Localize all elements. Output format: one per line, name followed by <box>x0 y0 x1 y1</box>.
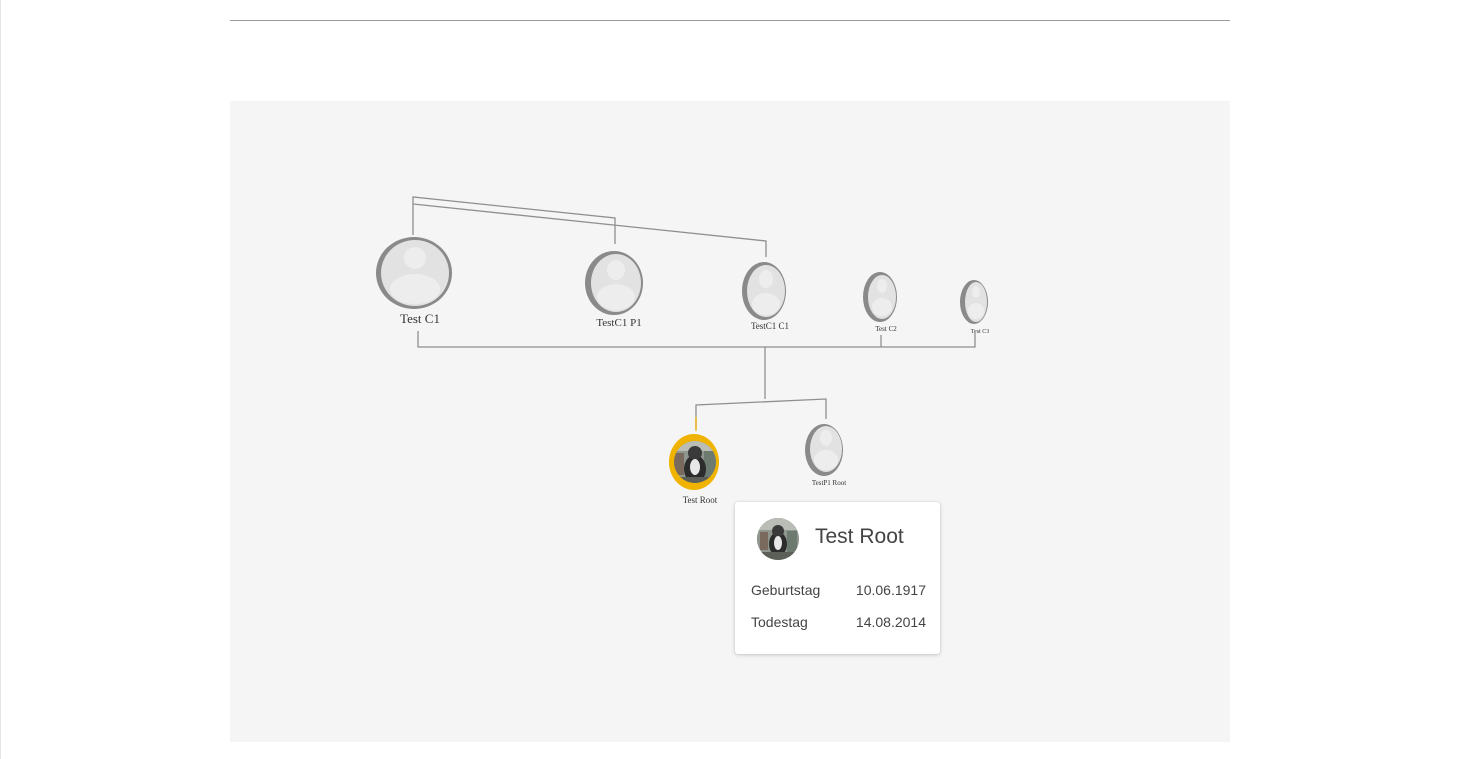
cat-photo <box>674 441 716 483</box>
person-name: Test Root <box>815 525 904 548</box>
node-test-root[interactable]: Test Root <box>669 434 720 505</box>
family-tree-diagram: Test C1 TestC1 P1 TestC1 C1 Test C2 <box>376 196 989 505</box>
node-label: TestC1 C1 <box>751 321 789 331</box>
node-label: Test C2 <box>875 325 897 333</box>
connector-c1-to-p1 <box>412 196 616 244</box>
node-label: Test C1 <box>400 311 440 326</box>
connector-children-bar <box>417 331 976 348</box>
avatar <box>757 518 799 560</box>
connector-parents-bar <box>695 398 827 429</box>
node-label: TestP1 Root <box>812 479 846 487</box>
top-divider <box>230 20 1230 21</box>
node-label: Test C3 <box>971 329 989 335</box>
birth-value: 10.06.1917 <box>855 582 926 598</box>
node-test-c2[interactable]: Test C2 <box>863 272 897 333</box>
cat-photo-thumbnail <box>757 518 799 560</box>
death-value: 14.08.2014 <box>855 614 926 630</box>
node-test-c3[interactable]: Test C3 <box>960 280 989 335</box>
left-border <box>0 0 1 759</box>
person-info-card: Test Root Geburtstag 10.06.1917 Todestag… <box>735 502 940 654</box>
node-testc1-c1[interactable]: TestC1 C1 <box>742 262 789 331</box>
node-label: Test Root <box>683 495 718 505</box>
birth-label: Geburtstag <box>751 582 821 598</box>
node-testc1-p1[interactable]: TestC1 P1 <box>585 251 643 329</box>
family-tree-canvas[interactable]: Test C1 TestC1 P1 TestC1 C1 Test C2 <box>230 101 1230 742</box>
node-testp1-root[interactable]: TestP1 Root <box>805 424 846 487</box>
connector-c1-to-c1c1 <box>412 203 767 257</box>
node-test-c1[interactable]: Test C1 <box>376 237 452 326</box>
death-label: Todestag <box>751 614 808 630</box>
node-label: TestC1 P1 <box>596 317 641 329</box>
